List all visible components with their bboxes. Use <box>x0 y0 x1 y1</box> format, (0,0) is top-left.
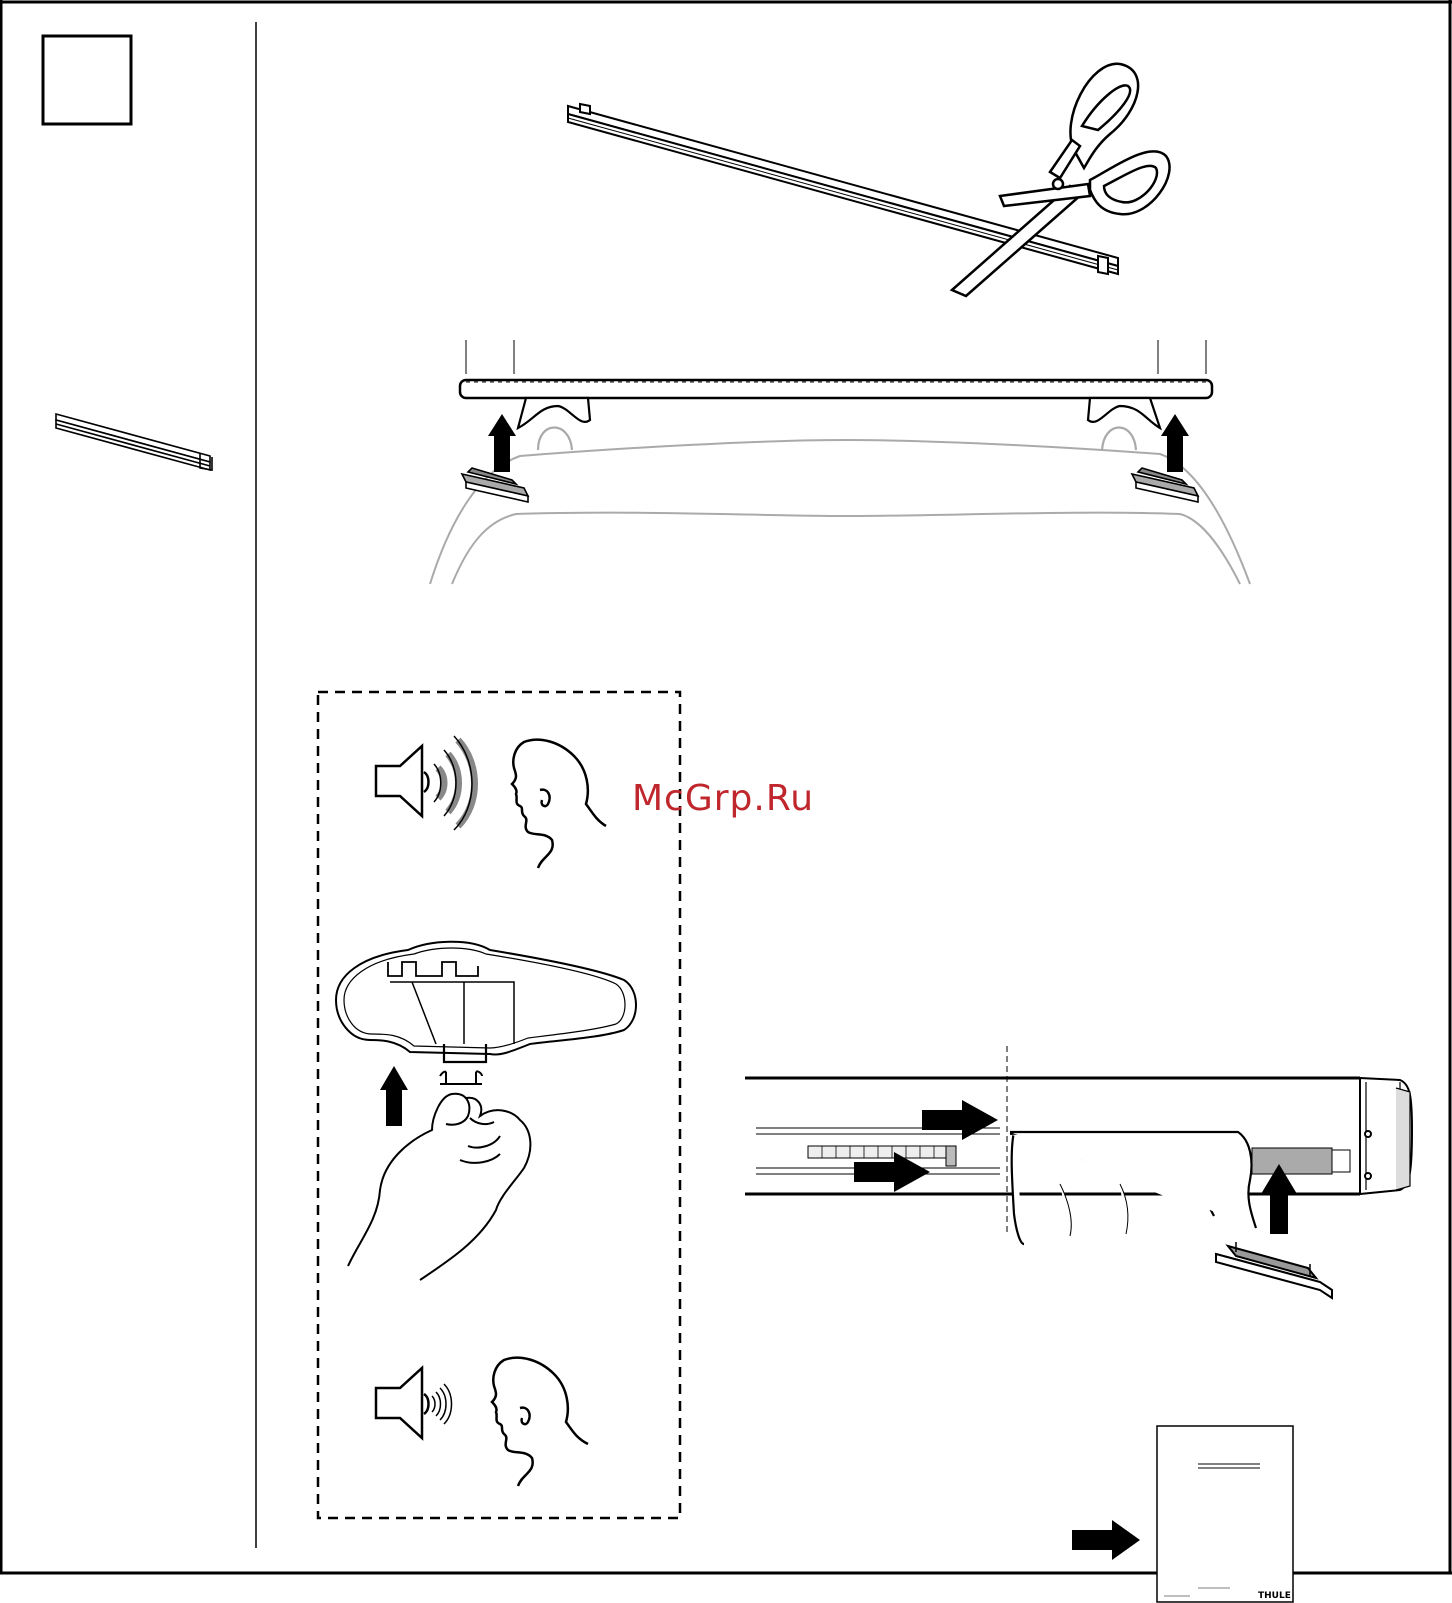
sound-waves-quiet-icon <box>432 1384 452 1424</box>
arrow-up-icon-left <box>488 414 516 472</box>
sound-test-panel <box>318 692 680 1518</box>
speaker-loud-icon <box>376 746 429 816</box>
strip-piece-left <box>462 468 528 502</box>
roof-bar-side-view <box>430 340 1250 584</box>
arrow-up-icon-profile <box>380 1066 408 1126</box>
bar-profile-insert-strip <box>336 942 636 1280</box>
vertical-guide-marks <box>466 340 1206 374</box>
strip-piece-bar <box>1216 1242 1332 1298</box>
rubber-strip-icon <box>56 414 212 470</box>
cut-strip-scissors <box>568 64 1170 296</box>
bar-profile-icon <box>336 942 636 1062</box>
arrow-right-icon-manual <box>1072 1520 1140 1560</box>
sound-loud-hearing <box>376 736 606 868</box>
car-roof-outline <box>430 440 1250 584</box>
sound-quiet-hearing <box>376 1358 588 1486</box>
strip-inside-bar <box>1252 1148 1350 1174</box>
head-profile-icon <box>512 740 606 868</box>
watermark-text: McGrp.Ru <box>632 778 814 819</box>
see-manual: THULE <box>1072 1426 1293 1602</box>
scissors-icon <box>952 64 1170 296</box>
rubber-strip <box>568 104 1118 274</box>
bar-end-cap <box>1360 1078 1412 1194</box>
hand-icon <box>348 1094 530 1280</box>
bar-foot-right <box>1088 398 1160 450</box>
head-profile-quiet-icon <box>492 1358 588 1486</box>
step-number-box <box>43 36 131 124</box>
arrow-up-icon-right <box>1161 414 1189 472</box>
strip-clip-icon <box>440 1071 482 1084</box>
manual-brand-logo: THULE <box>1258 1591 1291 1601</box>
bar-foot-left <box>518 398 590 450</box>
speaker-quiet-icon <box>376 1368 429 1438</box>
roof-bar <box>460 380 1212 398</box>
manual-booklet-icon <box>1157 1426 1293 1602</box>
hand-in-bar <box>1010 1132 1256 1244</box>
bar-strip-detail <box>745 1046 1412 1298</box>
